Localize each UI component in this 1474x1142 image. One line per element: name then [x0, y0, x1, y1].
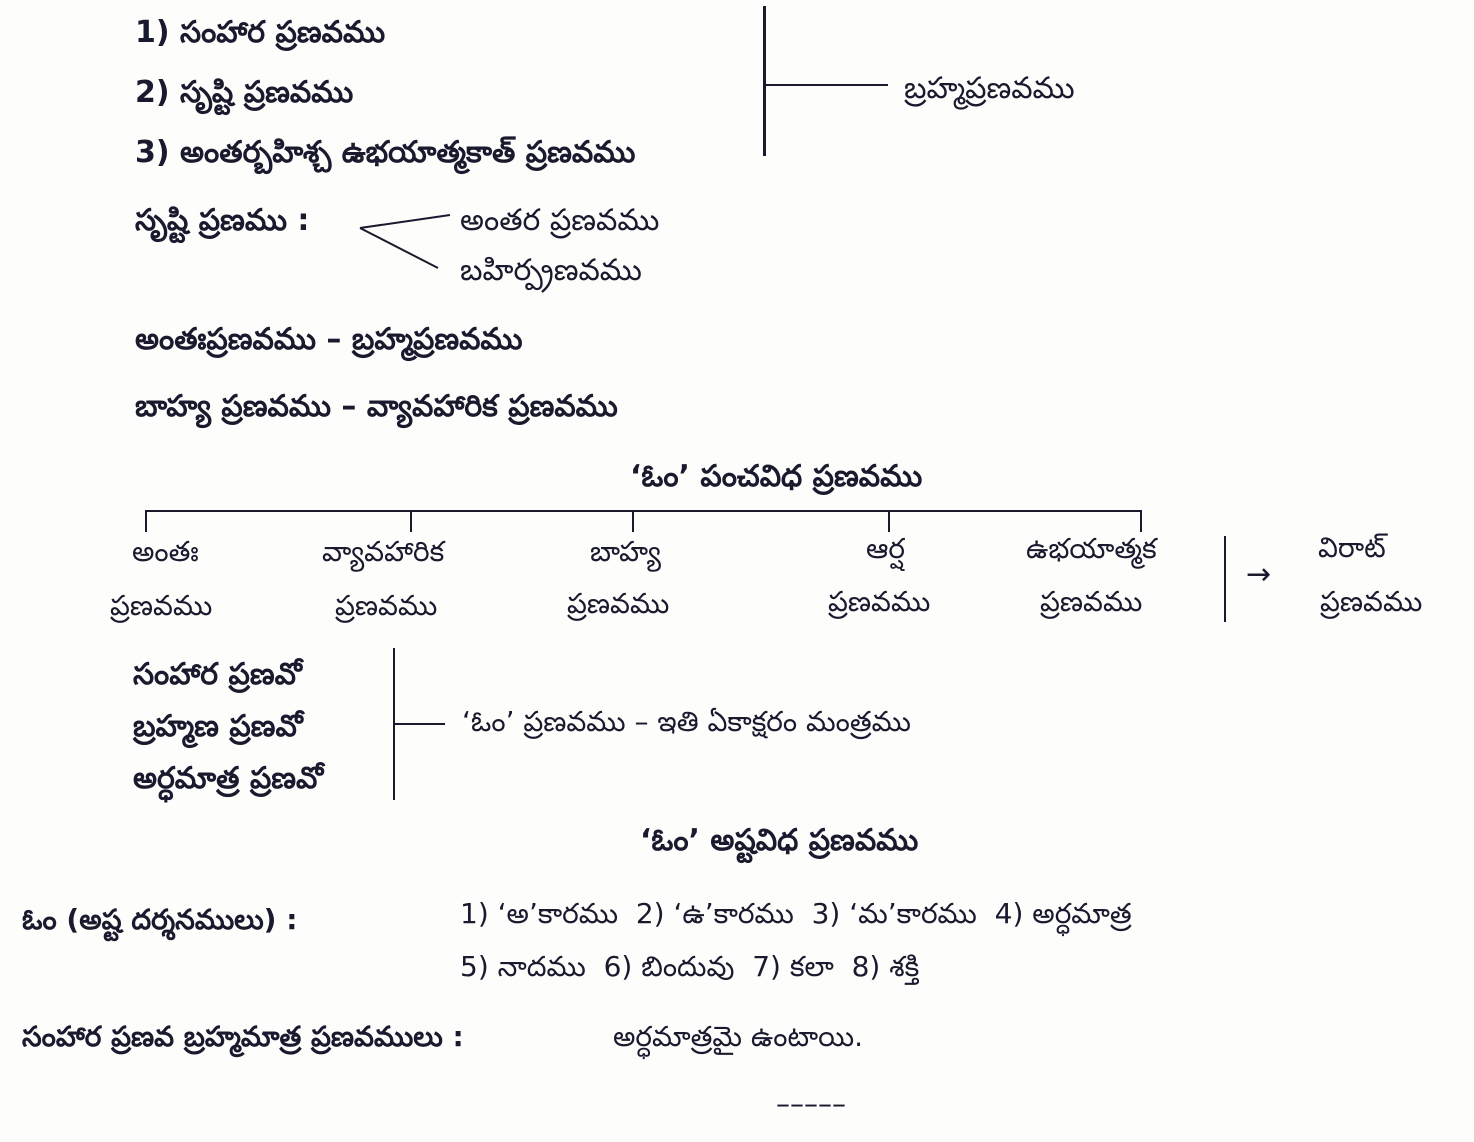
panchavidha-type-2-line2: ప్రణవము [335, 589, 438, 622]
brahma-item-3: 3) అంతర్బహిశ్చ ఉభయాత్మకాత్ ప్రణవము [135, 135, 636, 170]
panchavidha-bracket-line [1224, 536, 1226, 622]
panchavidha-drop-2 [410, 510, 412, 532]
panchavidha-drop-5 [1140, 510, 1142, 532]
end-mark: ––––– [776, 1087, 846, 1120]
ekakshara-item-1: సంహార ప్రణవో [133, 657, 302, 692]
srushti-branch-inner: అంతర ప్రణవము [460, 203, 660, 238]
ekakshara-result: ‘ఓం’ ప్రణవము – ఇతి ఏకాక్షరం మంత్రము [462, 705, 911, 738]
ekakshara-item-2: బ్రహ్మణ ప్రణవో [133, 709, 303, 744]
conclusion-label: సంహార ప్రణవ బ్రహ్మమాత్ర ప్రణవములు : [22, 1020, 464, 1053]
panchavidha-type-4-line1: ఆర్ష [866, 532, 905, 565]
panchavidha-type-5-line2: ప్రణవము [1040, 585, 1143, 618]
equivalence-1: అంతఃప్రణవము – బ్రహ్మప్రణవము [135, 322, 523, 357]
panchavidha-type-3-line1: బాహ్య [590, 535, 661, 568]
brahma-item-1: 1) సంహార ప్రణవము [135, 15, 386, 50]
panchavidha-type-2-line1: వ్యావహారిక [322, 535, 445, 568]
panchavidha-drop-4 [888, 510, 890, 532]
ashtavidha-label: ఓం (అష్ట దర్శనములు) : [22, 903, 298, 936]
panchavidha-heading: ‘ఓం’ పంచవిధ ప్రణవము [630, 459, 923, 494]
brahma-result: బ్రహ్మప్రణవము [904, 71, 1075, 106]
panchavidha-type-3-line2: ప్రణవము [567, 587, 670, 620]
ashtavidha-list-line1: 1) ‘అ’కారము 2) ‘ఉ’కారము 3) ‘మ’కారము 4) అ… [460, 897, 1132, 930]
panchavidha-drop-1 [145, 510, 147, 532]
panchavidha-type-1-line2: ప్రణవము [110, 589, 213, 622]
panchavidha-type-5-line1: ఉభయాత్మక [1026, 532, 1157, 565]
panchavidha-top-bar [145, 510, 1142, 512]
panchavidha-type-4-line2: ప్రణవము [828, 585, 931, 618]
brahma-connector-line [763, 84, 888, 86]
srushti-branch-outer: బహిర్ప్రణవము [460, 253, 642, 288]
arrow-right-icon: → [1246, 557, 1272, 592]
brahma-item-2: 2) సృష్టి ప్రణవము [135, 75, 354, 110]
conclusion-text: అర్ధమాత్రమై ఉంటాయి. [613, 1020, 863, 1053]
equivalence-2: బాహ్య ప్రణవము – వ్యావహారిక ప్రణవము [135, 389, 618, 424]
ashtavidha-heading: ‘ఓం’ అష్టవిధ ప్రణవము [640, 823, 919, 858]
brahma-bracket-line [763, 6, 766, 156]
ekakshara-item-3: అర్ధమాత్ర ప్రణవో [133, 761, 324, 796]
panchavidha-type-1-line1: అంతః [132, 535, 199, 568]
ekakshara-connector-line [393, 723, 445, 725]
virat-result-line1: విరాట్ [1318, 531, 1386, 564]
ashtavidha-list-line2: 5) నాదము 6) బిందువు 7) కలా 8) శక్తి [460, 950, 920, 983]
virat-result-line2: ప్రణవము [1320, 585, 1423, 618]
srushti-label: సృష్టి ప్రణము : [135, 203, 310, 238]
panchavidha-drop-3 [632, 510, 634, 532]
